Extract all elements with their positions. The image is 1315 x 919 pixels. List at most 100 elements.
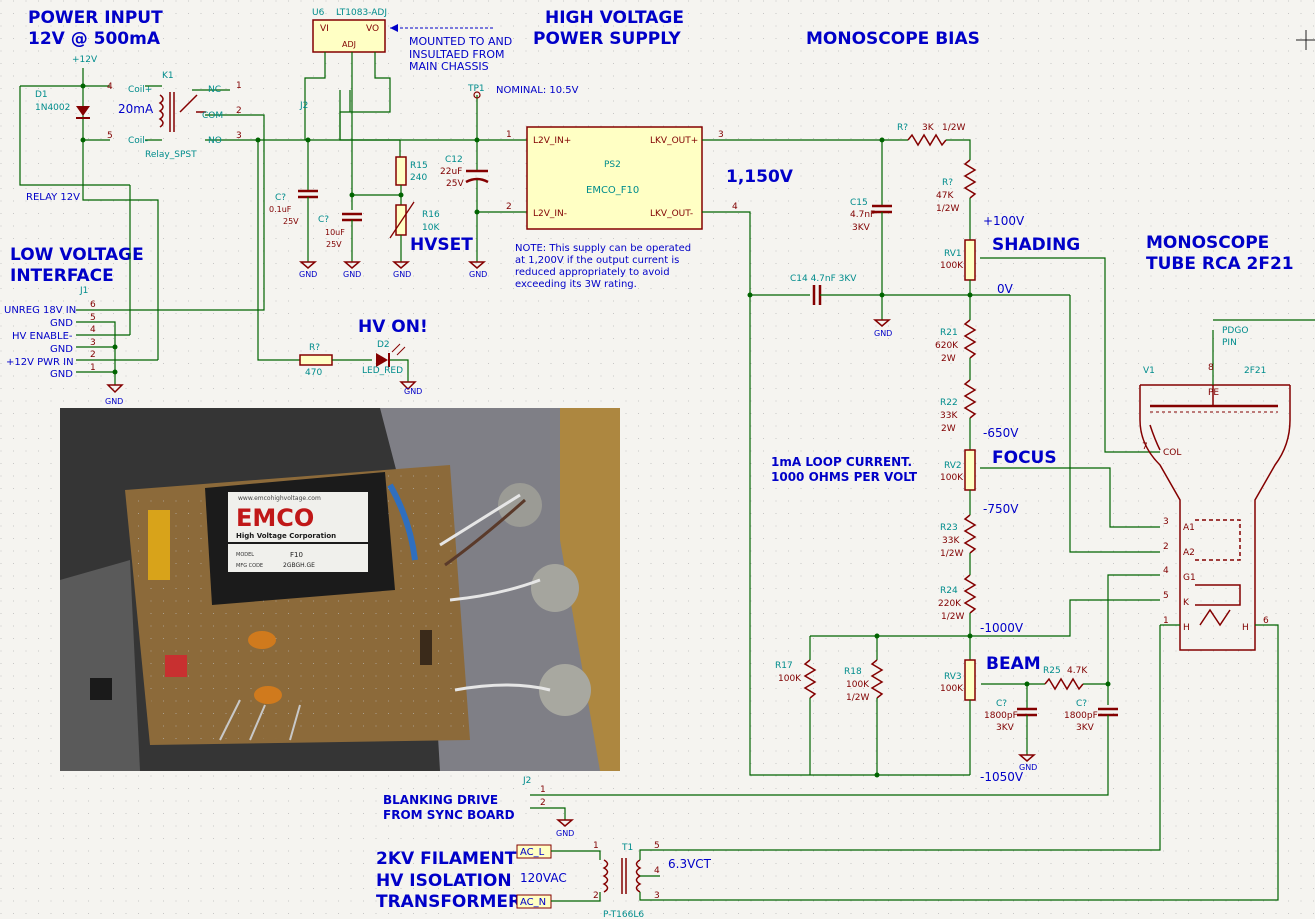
svg-text:GND: GND <box>105 397 123 406</box>
svg-text:GND: GND <box>299 270 317 279</box>
svg-text:GND: GND <box>343 270 361 279</box>
c-bypass-2-ref: C? <box>318 215 329 225</box>
svg-text:1: 1 <box>540 785 546 795</box>
crosshair-cursor-icon <box>1296 30 1315 50</box>
k1-com: COM <box>202 111 223 121</box>
svg-text:7: 7 <box>1142 442 1148 452</box>
label-hvset: HVSET <box>410 235 473 255</box>
voltage-minus1000: -1000V <box>980 621 1024 635</box>
photo-brand-sub: High Voltage Corporation <box>236 532 336 540</box>
svg-text:2: 2 <box>540 798 546 808</box>
r-led-ref: R? <box>309 343 320 353</box>
c12-voltage: 25V <box>446 179 464 189</box>
heading-lv-interface-1: LOW VOLTAGE <box>10 245 144 265</box>
c-bypass-1-ref: C? <box>275 193 286 203</box>
svg-text:3: 3 <box>90 338 96 348</box>
tp1-ref: TP1 <box>467 84 485 94</box>
c-beam-2-voltage: 3KV <box>1076 723 1095 733</box>
r23-watt: 1/2W <box>940 549 963 559</box>
svg-text:2: 2 <box>90 350 96 360</box>
photo-model-value: F10 <box>290 551 303 559</box>
ps2-in-plus: L2V_IN+ <box>533 136 571 146</box>
heading-hv-supply-1: HIGH VOLTAGE <box>545 8 684 28</box>
label-plus12v: +12V <box>72 55 98 65</box>
ac-n-label: AC_N <box>520 897 546 908</box>
svg-text:6: 6 <box>1263 616 1269 626</box>
d2-value: LED_RED <box>362 366 403 376</box>
label-focus: FOCUS <box>992 448 1057 468</box>
c-bypass-2-value: 10uF <box>325 228 345 237</box>
tube-pe: PE <box>1208 388 1219 398</box>
svg-text:GND: GND <box>556 829 574 838</box>
svg-text:3: 3 <box>1163 517 1169 527</box>
svg-text:4: 4 <box>107 82 113 92</box>
r2-value: 47K <box>936 191 954 201</box>
tube-g1: G1 <box>1183 573 1196 583</box>
k1-value: Relay_SPST <box>145 150 197 160</box>
d1-value: 1N4002 <box>35 103 70 113</box>
svg-text:3: 3 <box>718 130 724 140</box>
hardware-photo <box>60 408 620 771</box>
heading-power-rating: 12V @ 500mA <box>28 29 161 49</box>
svg-text:4: 4 <box>90 325 96 335</box>
c-bypass-1-voltage: 25V <box>283 217 299 226</box>
r2-ref: R? <box>942 178 953 188</box>
d1-ref: D1 <box>35 90 48 100</box>
svg-text:1: 1 <box>506 130 512 140</box>
svg-text:GND: GND <box>469 270 487 279</box>
r23-value: 33K <box>942 536 960 546</box>
ps2-in-minus: L2V_IN- <box>533 209 567 219</box>
hv-on-led-circuit: GND <box>299 343 422 396</box>
svg-text:2: 2 <box>506 202 512 212</box>
j1-ref: J1 <box>79 286 88 296</box>
svg-text:1: 1 <box>1163 616 1169 626</box>
note-line-3: reduced appropriately to avoid <box>515 267 670 278</box>
note-loop-current-2: 1000 OHMS PER VOLT <box>771 470 918 484</box>
j1-pin-5-label: GND <box>50 318 73 329</box>
k1-coil-current: 20mA <box>118 102 154 116</box>
voltage-minus750: -750V <box>983 502 1019 516</box>
svg-text:5: 5 <box>654 841 660 851</box>
svg-text:5: 5 <box>90 313 96 323</box>
heading-hv-on: HV ON! <box>358 317 428 337</box>
note-mount-1: MOUNTED TO AND <box>409 35 512 48</box>
u6-ref: U6 <box>312 8 325 18</box>
tube-col: COL <box>1163 448 1181 458</box>
j1-connector: UNREG 18V IN GND HV ENABLE- GND +12V PWR… <box>4 300 158 406</box>
photo-url: www.emcohighvoltage.com <box>238 495 321 502</box>
label-120vac: 120VAC <box>520 871 567 885</box>
tube-h-right: H <box>1242 623 1249 633</box>
svg-text:4: 4 <box>654 866 660 876</box>
c-beam-1-value: 1800pF <box>984 711 1018 721</box>
svg-text:1: 1 <box>90 363 96 373</box>
r21-ref: R21 <box>940 328 958 338</box>
ac-l-label: AC_L <box>520 847 545 858</box>
svg-text:GND: GND <box>404 387 422 396</box>
photo-brand: EMCO <box>236 504 314 532</box>
hvset-divider: GND <box>352 140 415 279</box>
heading-transformer-2: HV ISOLATION <box>376 871 512 891</box>
svg-text:2: 2 <box>593 891 599 901</box>
r24-value: 220K <box>938 599 962 609</box>
heading-transformer-1: 2KV FILAMENT <box>376 849 517 869</box>
t1-transformer: 1 2 5 4 3 <box>516 841 660 909</box>
rv3-ref: RV3 <box>944 672 962 682</box>
u6-regulator <box>304 19 400 210</box>
photo-model-label: MODEL <box>236 552 254 558</box>
ps2-out-minus: LKV_OUT- <box>650 209 693 219</box>
r2-watt: 1/2W <box>936 204 959 214</box>
r17-value: 100K <box>778 674 802 684</box>
bias-chain-wiring: 3 4 GND <box>530 130 1160 796</box>
c12-ref: C12 <box>445 155 463 165</box>
r21-value: 620K <box>935 341 959 351</box>
heading-hv-supply-2: POWER SUPPLY <box>533 29 681 49</box>
note-line-1: NOTE: This supply can be operated <box>515 243 691 254</box>
c-bypass-2-voltage: 25V <box>326 240 342 249</box>
rv3-value: 100K <box>940 684 964 694</box>
k1-ref: K1 <box>162 71 174 81</box>
u6-vo: VO <box>366 24 379 34</box>
r18-value: 100K <box>846 680 870 690</box>
c-beam-2-value: 1800pF <box>1064 711 1098 721</box>
svg-text:8: 8 <box>1208 363 1214 373</box>
